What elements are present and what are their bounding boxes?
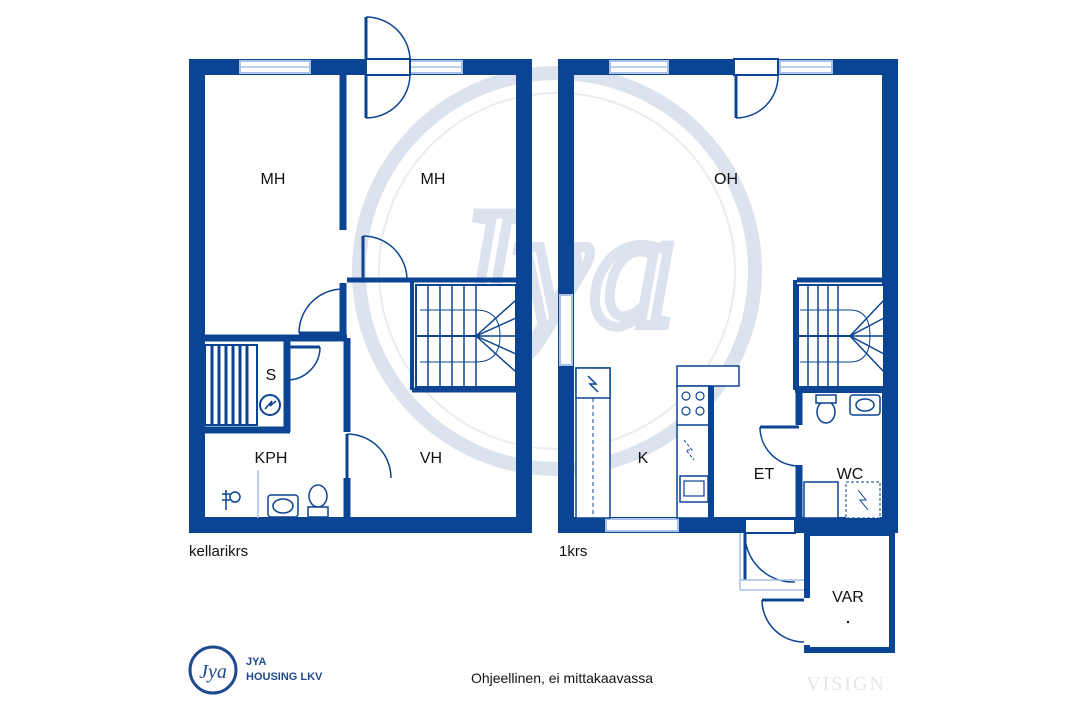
- window: [605, 518, 679, 532]
- kitchen-counter-left: [575, 367, 611, 519]
- brand-line1: JYA: [246, 656, 266, 668]
- door-entrance-basement: [364, 16, 411, 119]
- scale-note: Ohjeellinen, ei mittakaavassa: [471, 670, 653, 686]
- first-floor-plan: OH K ET WC VAR: [558, 58, 898, 653]
- sauna-stove-icon: [259, 394, 281, 416]
- room-label-et: ET: [754, 466, 775, 483]
- wc-toilet-icon: [815, 394, 837, 424]
- door-sauna: [286, 345, 321, 381]
- basement-plan: MH MH S KPH VH: [189, 16, 532, 533]
- floor-label-first: 1krs: [559, 543, 587, 560]
- room-label-kph: KPH: [255, 450, 288, 467]
- staircase-first-floor: [797, 284, 885, 388]
- door-mh2: [361, 235, 408, 281]
- brand-line2: HOUSING LKV: [246, 671, 323, 683]
- staircase-basement: [415, 284, 517, 388]
- room-label-k: K: [638, 450, 649, 467]
- logo-mark: Jya: [199, 661, 227, 683]
- storage-var: [761, 530, 895, 653]
- room-label-oh: OH: [714, 171, 738, 188]
- room-label-mh1: MH: [261, 171, 286, 188]
- door-vh: [345, 433, 392, 479]
- floor-label-basement: kellarikrs: [189, 543, 248, 560]
- wc-sink-icon: [849, 394, 881, 416]
- basement-outer-wall: [189, 59, 532, 533]
- sauna-bench: [204, 344, 258, 426]
- toilet-icon: [307, 484, 329, 518]
- shower-icon: [222, 470, 259, 518]
- door-entrance-first: [739, 518, 805, 591]
- door-mh1: [298, 288, 344, 335]
- wc-cabinet: [803, 481, 881, 519]
- visign-credit: VISIGN: [806, 673, 886, 695]
- door-balcony: [733, 58, 779, 119]
- sink-icon: [267, 494, 299, 518]
- room-label-wc: WC: [837, 466, 864, 483]
- company-logo: Jya JYA HOUSING LKV: [188, 645, 323, 695]
- room-label-vh: VH: [420, 450, 442, 467]
- kitchen-counter-right: [676, 365, 740, 520]
- room-label-s: S: [266, 367, 277, 384]
- window: [559, 294, 573, 366]
- kitchen-sink-icon: [679, 475, 709, 503]
- stove-icon: [681, 391, 705, 416]
- room-label-var: VAR: [832, 589, 864, 606]
- door-wc: [759, 425, 800, 467]
- room-label-mh2: MH: [421, 171, 446, 188]
